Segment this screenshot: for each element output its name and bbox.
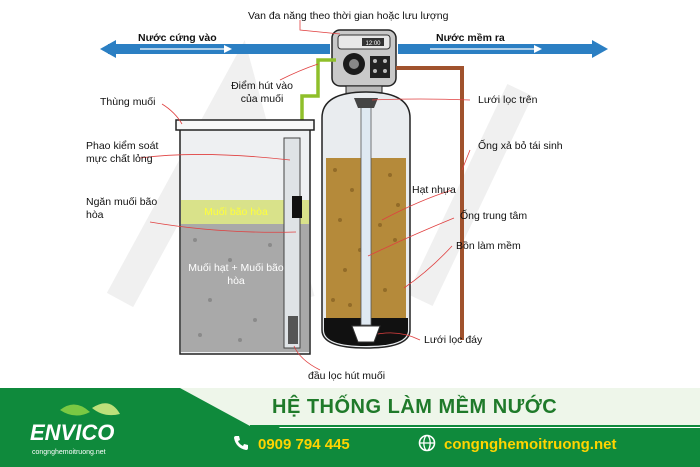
drain-pipe [396, 66, 464, 340]
inlet-pipe [100, 40, 330, 58]
softener-tank [321, 91, 411, 349]
label-softener-tank: Bồn làm mềm [456, 240, 521, 252]
label-brine-zone: Muối bão hòa [204, 206, 268, 218]
label-brine-chamber: Ngăn muối bão hòa [86, 196, 158, 221]
control-valve: 12:00 [331, 29, 397, 97]
logo-text: ENVICO [30, 420, 114, 445]
website-link[interactable]: congnghemoitruong.net [444, 436, 617, 453]
label-suction-point: Điểm hút vào của muối [231, 80, 293, 105]
label-float-valve: Phao kiểm soát mực chất lỏng [86, 140, 159, 165]
footer-title: HỆ THỐNG LÀM MỀM NƯỚC [272, 396, 558, 418]
valve-display: 12:00 [365, 41, 381, 47]
label-central-tube: Ống trung tâm [460, 210, 528, 222]
label-resin: Hạt nhựa [412, 184, 456, 196]
label-bottom-filter: Lưới lọc đáy [424, 334, 483, 346]
footer-background [0, 388, 700, 467]
phone-number[interactable]: 0909 794 445 [258, 436, 350, 453]
softener-diagram: 12:00 [100, 20, 608, 371]
logo-subtext: congnghemoitruong.net [32, 449, 106, 456]
label-top-filter: Lưới lọc trên [478, 94, 538, 106]
label-salt-zone: Muối hạt + Muối bão hòa [188, 262, 284, 287]
outlet-pipe [398, 40, 608, 58]
label-salt-tank: Thùng muối [100, 96, 156, 108]
pointer-lines [139, 20, 471, 371]
label-drain-pipe: Ống xả bỏ tái sinh [478, 140, 563, 152]
footer-banner: ENVICO congnghemoitruong.net HỆ THỐNG LÀ… [0, 388, 700, 467]
label-multi-valve: Van đa năng theo thời gian hoặc lưu lượn… [248, 10, 449, 22]
envico-logo-graphic: ENVICO congnghemoitruong.net [30, 403, 120, 456]
label-hard-water-in: Nước cứng vào [138, 32, 217, 44]
globe-icon [418, 434, 436, 457]
phone-icon [232, 434, 250, 457]
salt-tank [175, 119, 315, 355]
label-soft-water-out: Nước mềm ra [436, 32, 505, 44]
label-suction-filter: đầu lọc hút muối [308, 370, 386, 382]
envico-logo: ENVICO congnghemoitruong.net [20, 400, 170, 465]
